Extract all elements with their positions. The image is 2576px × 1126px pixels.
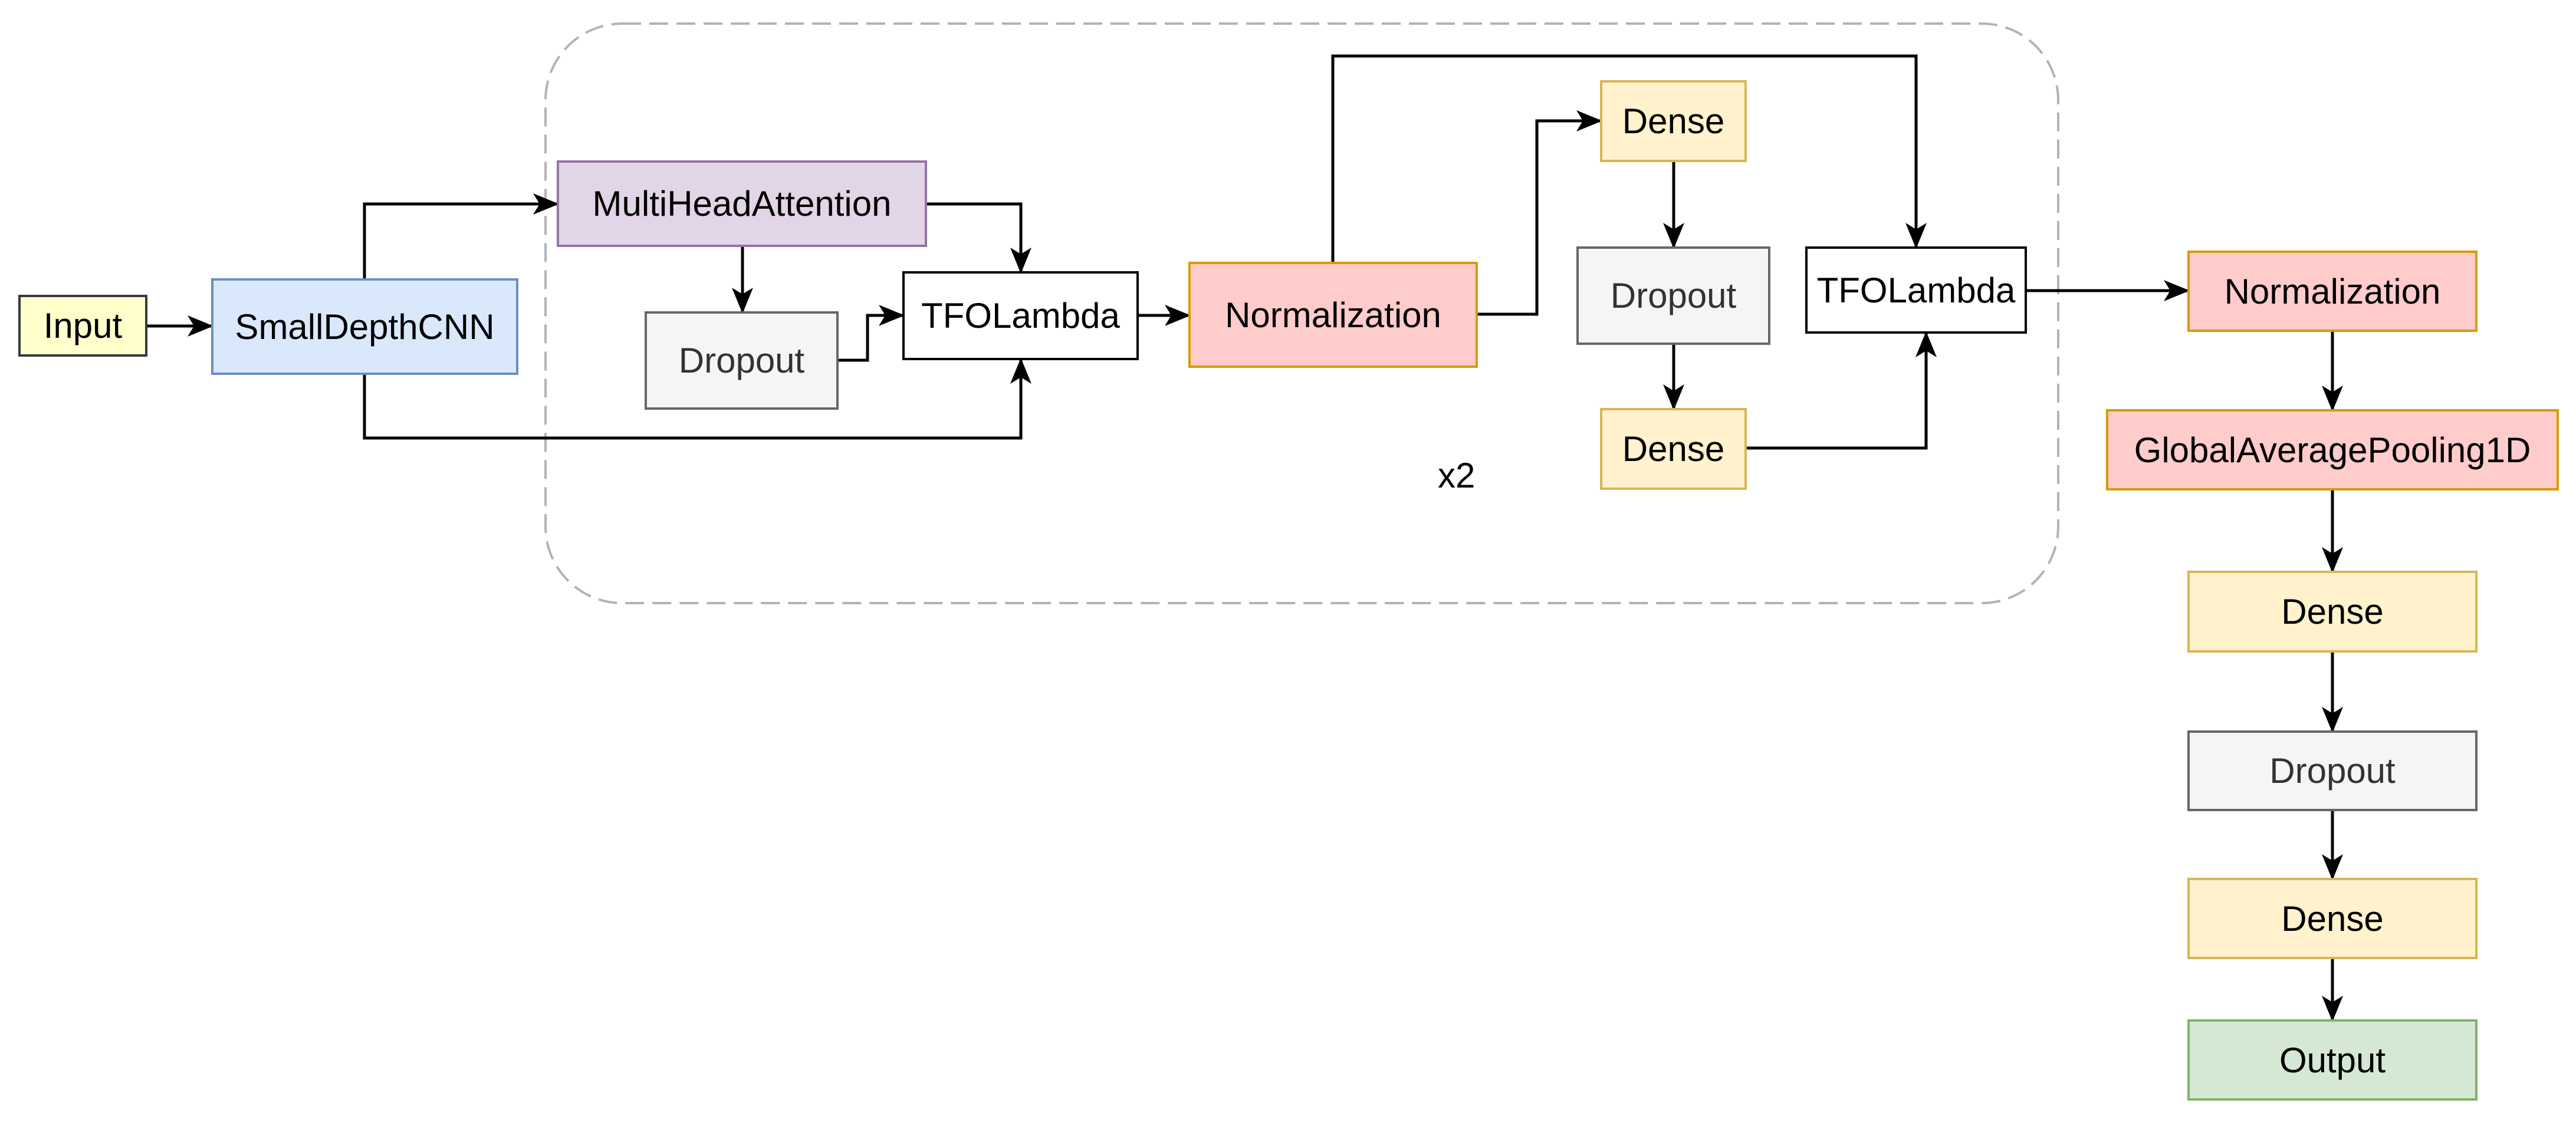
small-depth-cnn-label: SmallDepthCNN	[235, 307, 495, 347]
repeat-count-label: x2	[1438, 456, 1476, 495]
edge-drop1-tfo1	[839, 305, 905, 362]
attention-dropout-node: Dropout	[645, 311, 839, 410]
normalization-2-label: Normalization	[2224, 271, 2441, 311]
normalization-node-2: Normalization	[2187, 251, 2478, 332]
attention-dropout-label: Dropout	[678, 341, 805, 380]
ffn-dropout-label: Dropout	[1610, 276, 1737, 315]
dense-node-4: Dense	[2187, 878, 2478, 959]
head-dropout-node: Dropout	[2187, 730, 2478, 811]
dense-1-label: Dense	[1622, 101, 1725, 141]
normalization-1-label: Normalization	[1225, 295, 1441, 335]
multi-head-attention-label: MultiHeadAttention	[592, 184, 892, 223]
multi-head-attention-node: MultiHeadAttention	[557, 160, 927, 247]
global-average-pooling-label: GlobalAveragePooling1D	[2134, 430, 2531, 470]
small-depth-cnn-node: SmallDepthCNN	[211, 278, 518, 375]
normalization-node-1: Normalization	[1188, 262, 1478, 368]
edge-dense2-tfo2	[1747, 331, 1937, 450]
global-average-pooling-node: GlobalAveragePooling1D	[2106, 409, 2559, 490]
output-node-label: Output	[2279, 1040, 2386, 1080]
tfo-lambda-node-2: TFOLambda	[1805, 246, 2027, 334]
dense-3-label: Dense	[2281, 592, 2384, 631]
edge-cnn-mha	[363, 193, 559, 278]
output-node: Output	[2187, 1019, 2478, 1101]
dense-2-label: Dense	[1622, 429, 1725, 469]
ffn-dropout-node: Dropout	[1576, 246, 1770, 345]
tfo-lambda-1-label: TFOLambda	[921, 296, 1120, 335]
input-node-label: Input	[43, 306, 123, 345]
dense-4-label: Dense	[2281, 898, 2384, 939]
dense-node-2: Dense	[1600, 408, 1747, 490]
tfo-lambda-node-1: TFOLambda	[902, 271, 1139, 360]
tfo-lambda-2-label: TFOLambda	[1816, 270, 2016, 310]
edge-mha-tfo1	[927, 202, 1031, 274]
head-dropout-label: Dropout	[2269, 751, 2396, 791]
dense-node-1: Dense	[1600, 80, 1747, 162]
input-node: Input	[18, 295, 147, 357]
dense-node-3: Dense	[2187, 571, 2478, 653]
